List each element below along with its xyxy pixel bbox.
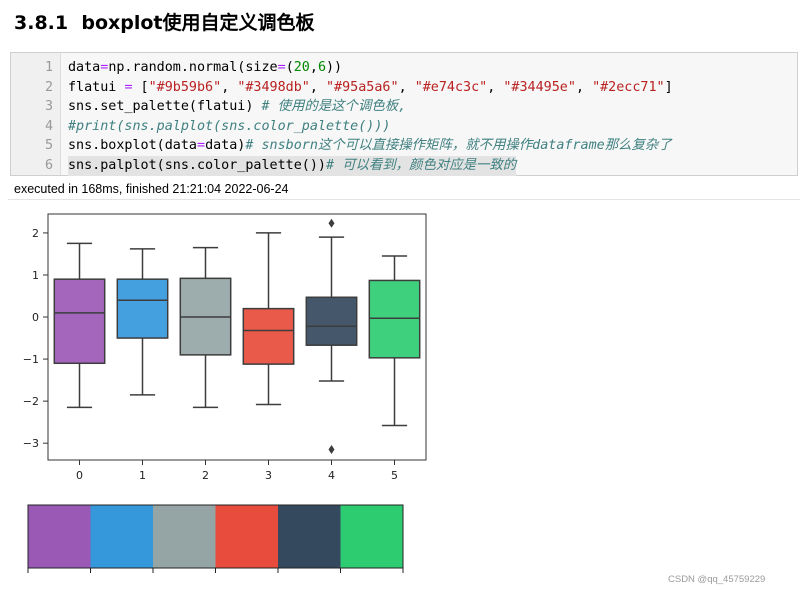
code-token: ]	[664, 79, 673, 95]
section-heading: 3.8.1 boxplot使用自定义调色板	[14, 8, 315, 35]
code-token: sns.set_palette(flatui)	[68, 99, 262, 115]
code-token: "#3498db"	[237, 79, 310, 95]
plot-area	[47, 213, 427, 461]
code-token: sns.boxplot(data	[68, 138, 197, 154]
code-token: data)	[205, 138, 246, 154]
line-number: 2	[44, 79, 53, 95]
code-token: sns.palplot(sns.color_palette())	[68, 158, 326, 173]
line-number: 5	[44, 138, 53, 154]
x-tick-label: 3	[265, 469, 272, 482]
y-tick-label: 0	[32, 311, 39, 324]
box-1	[116, 278, 169, 339]
palette-swatch	[215, 505, 278, 568]
code-token: =	[277, 60, 286, 75]
code-line[interactable]: sns.boxplot(data=data)# snsborn这个可以直接操作矩…	[68, 136, 672, 156]
code-token: ))	[326, 60, 343, 75]
code-token: np.random.normal(size	[108, 60, 278, 75]
y-tick-label: 1	[32, 269, 39, 282]
code-token: (	[285, 60, 294, 75]
outlier-point	[328, 444, 335, 454]
code-line[interactable]: data=np.random.normal(size=(20,6))	[68, 58, 342, 78]
code-token: ,	[309, 60, 318, 75]
code-token: #print(sns.palplot(sns.color_palette()))	[68, 118, 391, 134]
code-line[interactable]: sns.palplot(sns.color_palette())# 可以看到，颜…	[68, 156, 517, 176]
palette-swatch	[153, 505, 216, 568]
y-tick-label: −2	[23, 395, 39, 408]
code-token: "#2ecc71"	[592, 79, 665, 95]
line-number: 6	[44, 158, 53, 173]
palette-swatch	[90, 505, 153, 568]
palette-swatch	[340, 505, 403, 568]
code-token: =	[100, 60, 109, 75]
watermark: CSDN @qq_45759229	[668, 574, 766, 585]
code-token: ,	[487, 79, 504, 95]
code-token: ,	[221, 79, 238, 95]
y-tick-label: −3	[23, 437, 39, 450]
code-token: flatui	[68, 79, 125, 95]
box-4	[305, 296, 358, 346]
line-number-gutter	[11, 53, 61, 175]
y-tick-label: 2	[32, 227, 39, 240]
code-token: =	[197, 138, 206, 154]
code-token: "#95a5a6"	[326, 79, 399, 95]
code-token: "#9b59b6"	[148, 79, 222, 95]
section-title: boxplot使用自定义调色板	[81, 12, 315, 34]
box-5	[368, 279, 421, 359]
code-token: # 可以看到，颜色对应是一致的	[325, 158, 517, 173]
palette-plot	[27, 504, 404, 573]
section-number: 3.8.1	[14, 12, 69, 34]
code-token: ,	[309, 79, 326, 95]
code-token: # snsborn这个可以直接操作矩阵，就不用操作dataframe那么复杂了	[245, 138, 672, 154]
code-token: "#34495e"	[503, 79, 576, 95]
code-line[interactable]: #print(sns.palplot(sns.color_palette()))	[68, 117, 390, 137]
code-token: =	[124, 79, 133, 95]
x-tick-label: 5	[391, 469, 398, 482]
palette-swatch	[278, 505, 341, 568]
x-tick-label: 2	[202, 469, 209, 482]
box-3	[242, 307, 295, 365]
line-number: 4	[44, 118, 53, 134]
outlier-point	[328, 218, 335, 228]
line-number: 1	[44, 60, 53, 75]
code-token: 6	[317, 60, 326, 75]
boxplot-chart: 2 1 0 −1 −2 −3 0 1 2 3 4 5	[23, 213, 427, 482]
code-line[interactable]: flatui = ["#9b59b6", "#3498db", "#95a5a6…	[68, 78, 673, 98]
code-token: "#e74c3c"	[414, 79, 488, 95]
code-token: [	[132, 79, 149, 95]
x-tick-label: 1	[139, 469, 146, 482]
line-number: 3	[44, 99, 53, 115]
code-token: # 使用的是这个调色板,	[261, 99, 407, 115]
x-tick-label: 4	[328, 469, 335, 482]
code-line[interactable]: sns.set_palette(flatui) # 使用的是这个调色板,	[68, 97, 406, 117]
code-token: ,	[398, 79, 415, 95]
x-tick-label: 0	[76, 469, 83, 482]
palette-swatch	[28, 505, 91, 568]
code-token: ,	[575, 79, 593, 95]
code-token: 20	[293, 60, 310, 75]
code-token: data	[68, 60, 101, 75]
y-tick-label: −1	[23, 353, 39, 366]
execution-status: executed in 168ms, finished 21:21:04 202…	[8, 178, 800, 200]
box-0	[53, 278, 106, 365]
